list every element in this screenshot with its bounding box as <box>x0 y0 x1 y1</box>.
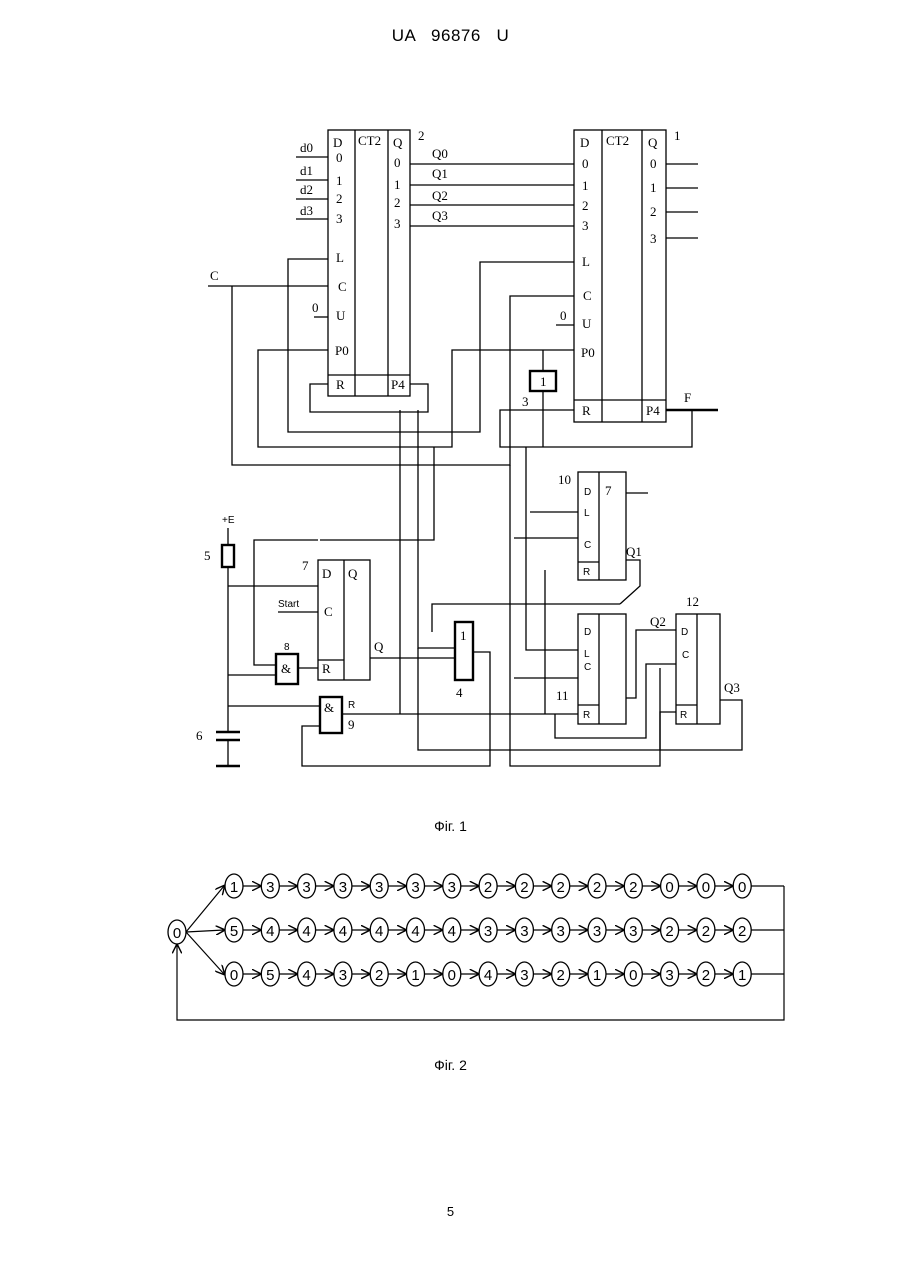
state-label: 3 <box>266 879 274 896</box>
state-label: 2 <box>484 879 492 896</box>
state-label: 3 <box>375 879 383 896</box>
state-label: 3 <box>520 923 528 940</box>
state-label: 4 <box>448 923 456 940</box>
state-label: 2 <box>702 967 710 984</box>
state-label: 3 <box>339 967 347 984</box>
state-label: 2 <box>738 923 746 940</box>
state-label: 1 <box>411 967 419 984</box>
state-label: 4 <box>302 967 310 984</box>
state-label: 3 <box>302 879 310 896</box>
state-label: 0 <box>629 967 637 984</box>
state-label: 2 <box>375 967 383 984</box>
state-label: 3 <box>484 923 492 940</box>
branch-arrow <box>186 886 224 932</box>
state-label: 3 <box>665 967 673 984</box>
state-label: 2 <box>520 879 528 896</box>
state-label: 1 <box>738 967 746 984</box>
state-label: 3 <box>629 923 637 940</box>
state-label: 3 <box>448 879 456 896</box>
feedback-loop <box>177 886 784 1020</box>
state-label: 4 <box>339 923 347 940</box>
state-label: 3 <box>557 923 565 940</box>
state-label: 2 <box>629 879 637 896</box>
branch-arrow <box>186 932 224 974</box>
state-label: 1 <box>230 879 238 896</box>
state-label: 3 <box>593 923 601 940</box>
state-label: 4 <box>375 923 383 940</box>
state-label: 4 <box>302 923 310 940</box>
state-label: 0 <box>702 879 710 896</box>
state-label: 1 <box>593 967 601 984</box>
state-label: 4 <box>484 967 492 984</box>
state-label: 3 <box>411 879 419 896</box>
state-label: 2 <box>702 923 710 940</box>
state-label: 5 <box>230 923 238 940</box>
page-number: 5 <box>0 1204 901 1219</box>
state-label: 2 <box>557 967 565 984</box>
state-label: 2 <box>665 923 673 940</box>
state-label: 0 <box>665 879 673 896</box>
start-state-label: 0 <box>173 925 181 942</box>
state-label: 3 <box>339 879 347 896</box>
state-label: 0 <box>738 879 746 896</box>
state-label: 0 <box>448 967 456 984</box>
state-label: 5 <box>266 967 274 984</box>
branch-arrow <box>186 930 224 932</box>
state-label: 2 <box>593 879 601 896</box>
fig2-caption: Фіг. 2 <box>0 1057 901 1073</box>
state-label: 2 <box>557 879 565 896</box>
state-label: 4 <box>266 923 274 940</box>
state-label: 4 <box>411 923 419 940</box>
state-label: 0 <box>230 967 238 984</box>
state-label: 3 <box>520 967 528 984</box>
